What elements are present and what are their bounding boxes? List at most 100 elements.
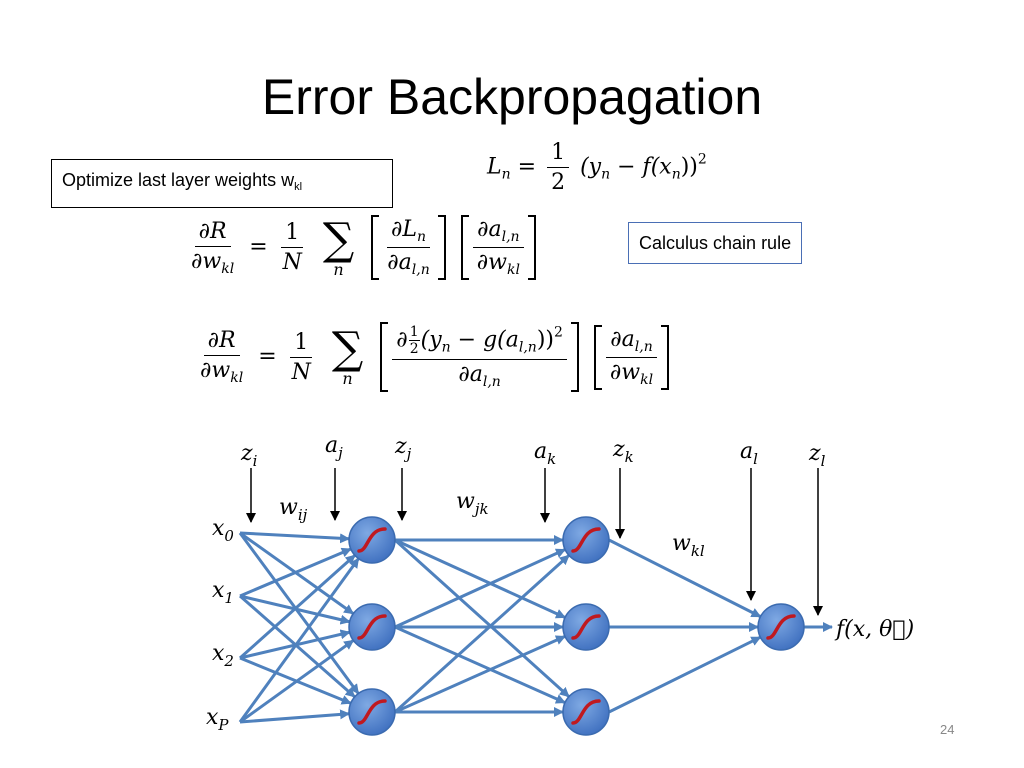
- eq2-b2-num: ∂a: [610, 326, 635, 352]
- eq1-b1-den: ∂a: [387, 250, 412, 275]
- loss-power: 2: [697, 151, 707, 168]
- eq1-bracket-1: ∂Ln ∂al,n: [371, 215, 446, 280]
- eq2-lhs-den: ∂w: [200, 358, 231, 383]
- eq2-b1-post-c: )): [536, 327, 554, 353]
- weight-label-1: wjk: [456, 489, 489, 518]
- loss-equals: =: [517, 154, 537, 180]
- output-node: [757, 603, 805, 651]
- input-label-3: xP: [206, 705, 229, 734]
- top-label-6: zl: [808, 441, 826, 470]
- top-label-2: zj: [394, 434, 412, 463]
- eq2-b2-frac: ∂al,n ∂wkl: [606, 327, 657, 388]
- edge-hidden1-2-hidden2-1: [394, 634, 566, 714]
- input-label-0: x0: [212, 516, 234, 545]
- eq2-b1-partial: ∂: [396, 327, 408, 353]
- edge-hidden2-2-output: [608, 635, 762, 714]
- eq1-lhs-num: ∂R: [194, 219, 231, 247]
- loss-rhs-a: (y: [580, 154, 602, 180]
- eq2-sum: ∑n: [331, 323, 364, 388]
- eq2-sum-sub: n: [342, 369, 353, 388]
- loss-half-den: 2: [551, 170, 566, 195]
- edge-input-3-hidden1-0: [238, 557, 360, 723]
- top-label-5: al: [740, 439, 758, 468]
- eq2-b2-num-sub: l,n: [634, 338, 653, 355]
- edge-input-0-hidden1-0: [239, 531, 351, 544]
- top-label-4: zk: [612, 437, 634, 466]
- loss-lhs-sub: n: [501, 166, 511, 183]
- eq1-lhs: ∂R∂wkl: [187, 219, 238, 277]
- eq2-lhs: ∂R∂wkl: [196, 328, 247, 386]
- eq1-b1-den-sub: l,n: [411, 262, 430, 278]
- eq1-b2-num: ∂a: [477, 217, 502, 242]
- hidden2-node-0: [562, 516, 610, 564]
- eq2-b1-half-den: 2: [409, 341, 419, 357]
- eq1-b2-den-sub: kl: [506, 262, 520, 278]
- eq1-b2-den: ∂w: [476, 250, 507, 275]
- sigmoid-icon: [357, 699, 387, 725]
- edge-input-1-hidden1-2: [239, 594, 356, 698]
- chain-rule-text: Calculus chain rule: [639, 233, 792, 253]
- optimize-weights-text: Optimize last layer weights w: [62, 170, 295, 190]
- edge-hidden1-0-hidden2-2: [393, 538, 570, 698]
- eq1-coef-num: 1: [281, 220, 304, 248]
- edge-input-0-hidden1-2: [238, 532, 360, 695]
- sigmoid-icon: [766, 614, 796, 640]
- eq2-b1-pow: 2: [553, 324, 563, 341]
- eq1-lhs-den-sub: kl: [221, 260, 235, 277]
- eq2-b1-sub-a: n: [441, 339, 451, 356]
- eq2-b1-half-num: 1: [408, 324, 420, 341]
- sigmoid-icon: [571, 699, 601, 725]
- eq2-b1-sub-b: l,n: [518, 339, 537, 356]
- edge-input-3-hidden1-2: [239, 709, 351, 724]
- eq2-b2-den-sub: kl: [640, 371, 654, 388]
- optimize-weights-box: Optimize last layer weights wkl: [51, 159, 393, 208]
- input-label-2: x2: [212, 641, 234, 670]
- edge-input-3-hidden1-1: [239, 639, 355, 724]
- eq1-b2-frac: ∂al,n ∂wkl: [473, 217, 524, 278]
- eq1-sum-sub: n: [333, 259, 344, 279]
- weight-label-0: wij: [279, 495, 308, 524]
- eq1-b2-num-sub: l,n: [501, 229, 520, 245]
- eq2-b1-post-a: (y: [420, 327, 442, 353]
- eq2-coef-num: 1: [290, 330, 313, 358]
- eq2-lhs-den-sub: kl: [230, 370, 244, 386]
- loss-half-num: 1: [547, 140, 570, 168]
- eq2-bracket-2: ∂al,n ∂wkl: [593, 324, 670, 390]
- loss-rhs-sub-b: n: [671, 166, 681, 183]
- input-label-1: x1: [212, 578, 234, 607]
- eq1-bracket-2: ∂al,n ∂wkl: [460, 215, 536, 280]
- hidden2-node-2: [562, 688, 610, 736]
- loss-lhs: L: [487, 154, 502, 180]
- eq1-b1-num: ∂L: [391, 217, 417, 242]
- slide-title: Error Backpropagation: [261, 69, 763, 125]
- eq1-b1-num-sub: n: [417, 229, 427, 245]
- eq2-equals: =: [258, 344, 277, 369]
- edge-hidden1-0-hidden2-1: [394, 538, 566, 619]
- loss-rhs-c: )): [680, 154, 698, 180]
- edge-hidden1-1-hidden2-0: [394, 548, 566, 629]
- edge-input-2-hidden1-0: [239, 554, 356, 660]
- eq2-b1-den: ∂a: [458, 362, 483, 387]
- hidden1-node-0: [348, 516, 396, 564]
- sigmoid-icon: [357, 527, 387, 553]
- edge-hidden1-1-hidden2-2: [394, 625, 566, 705]
- sigmoid-icon: [357, 614, 387, 640]
- weight-label-2: wkl: [672, 531, 705, 560]
- eq2-b1-den-sub: l,n: [482, 374, 501, 390]
- top-label-3: ak: [534, 439, 556, 468]
- eq2-coef-den: N: [291, 359, 311, 385]
- eq2-b2-den: ∂w: [609, 359, 641, 385]
- top-label-0: zi: [240, 441, 258, 470]
- hidden1-node-2: [348, 688, 396, 736]
- edge-hidden1-2-hidden2-0: [393, 554, 570, 714]
- eq1-coef-den: N: [282, 250, 302, 275]
